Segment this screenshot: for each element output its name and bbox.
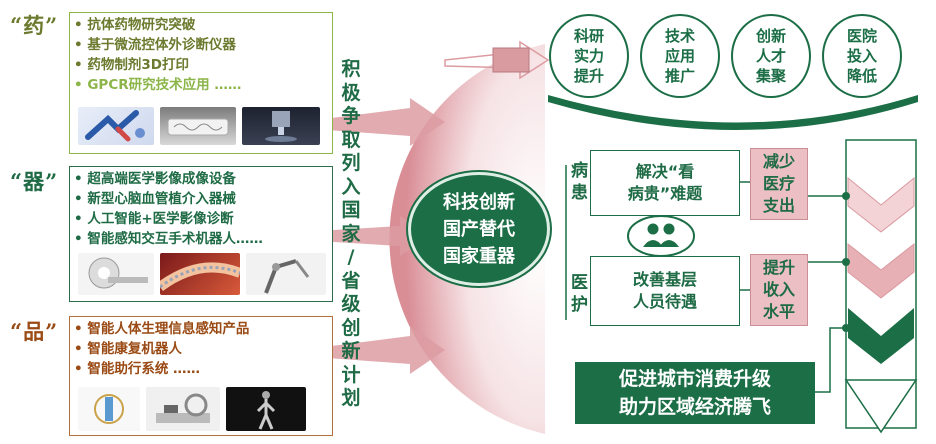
device-panel: • 超高端医学影像成像设备 • 新型心脑血管植介入器械 • 人工智能+医学影像诊…: [69, 166, 333, 302]
patient-side-label: 病患: [571, 161, 588, 203]
antibody-image: [78, 107, 154, 145]
device-item: • 超高端医学影像成像设备: [74, 171, 236, 187]
product-item-list: • 智能人体生理信息感知产品 • 智能康复机器人 • 智能助行系统 ……: [74, 319, 249, 379]
arrow-to-drug: [300, 98, 445, 146]
chevron-1: [847, 176, 915, 233]
oval-talent: 创新人才集聚: [731, 14, 811, 98]
drug-item: • 抗体药物研究突破: [74, 17, 196, 33]
device-item-list: • 超高端医学影像成像设备 • 新型心脑血管植介入器械 • 人工智能+医学影像诊…: [74, 169, 263, 249]
rehab-robot-image: [146, 387, 220, 431]
oval-technology: 技术应用推广: [640, 14, 720, 98]
staff-side-label: 医护: [571, 273, 588, 315]
drug-item: • 药物制剂3D打印: [74, 57, 189, 73]
walking-aid-image: [226, 387, 306, 431]
oval-hospital: 医院投入降低: [822, 14, 902, 98]
device-item: • 新型心脑血管植介入器械: [74, 191, 236, 207]
product-panel: • 智能人体生理信息感知产品 • 智能康复机器人 • 智能助行系统 ……: [69, 316, 333, 436]
center-line: 科技创新: [443, 191, 515, 213]
device-image-row: [78, 253, 326, 295]
chevron-3: [848, 308, 914, 364]
product-item: • 智能助行系统 ……: [74, 361, 201, 377]
center-core-circle: 科技创新 国产替代 国家重器: [408, 172, 550, 286]
health-sensor-image: [78, 387, 140, 431]
chevron-2: [847, 242, 915, 299]
chevron-arrow-tip: [844, 379, 918, 434]
center-line: 国家重器: [443, 245, 515, 267]
oval-arc: [548, 95, 918, 130]
drug-item: • 基于微流控体外诊断仪器: [74, 37, 236, 53]
surgical-robot-image: [246, 253, 326, 295]
economy-banner: 促进城市消费升级助力区域经济腾飞: [575, 362, 815, 424]
drug-item-list: • 抗体药物研究突破 • 基于微流控体外诊断仪器 • 药物制剂3D打印 • GP…: [74, 15, 241, 95]
vertical-plan-text: 积极争取列入国家/省级创新计划: [341, 58, 361, 409]
staff-problem-box: 改善基层人员待遇: [590, 256, 740, 326]
product-item: • 智能人体生理信息感知产品: [74, 321, 250, 337]
arrow-to-device: [300, 216, 432, 256]
device-item: • 人工智能+医学影像诊断: [74, 211, 234, 227]
category-label-product: “品”: [10, 319, 59, 344]
device-item: • 智能感知交互手术机器人……: [74, 231, 263, 247]
3d-printing-image: [242, 107, 320, 145]
product-item: • 智能康复机器人: [74, 341, 182, 357]
drug-image-row: [78, 107, 320, 145]
category-label-device: “器”: [10, 169, 59, 194]
people-icon: [627, 215, 695, 257]
center-line: 国产替代: [443, 218, 515, 240]
drug-item: • GPCR研究技术应用 ……: [74, 77, 242, 93]
category-label-drug: “药”: [10, 13, 59, 38]
patient-result-box: 减少医疗支出: [750, 148, 808, 220]
product-image-row: [78, 387, 306, 431]
drug-panel: • 抗体药物研究突破 • 基于微流控体外诊断仪器 • 药物制剂3D打印 • GP…: [69, 12, 333, 154]
patient-problem-box: 解决“看病贵”难题: [590, 150, 740, 216]
ct-scanner-image: [78, 253, 154, 295]
stent-image: [160, 253, 240, 295]
oval-research: 科研实力提升: [549, 14, 629, 98]
staff-result-box: 提升收入水平: [750, 254, 808, 326]
microfluidic-chip-image: [160, 107, 236, 145]
arrow-block: [492, 47, 530, 73]
arrow-to-product: [300, 326, 445, 374]
